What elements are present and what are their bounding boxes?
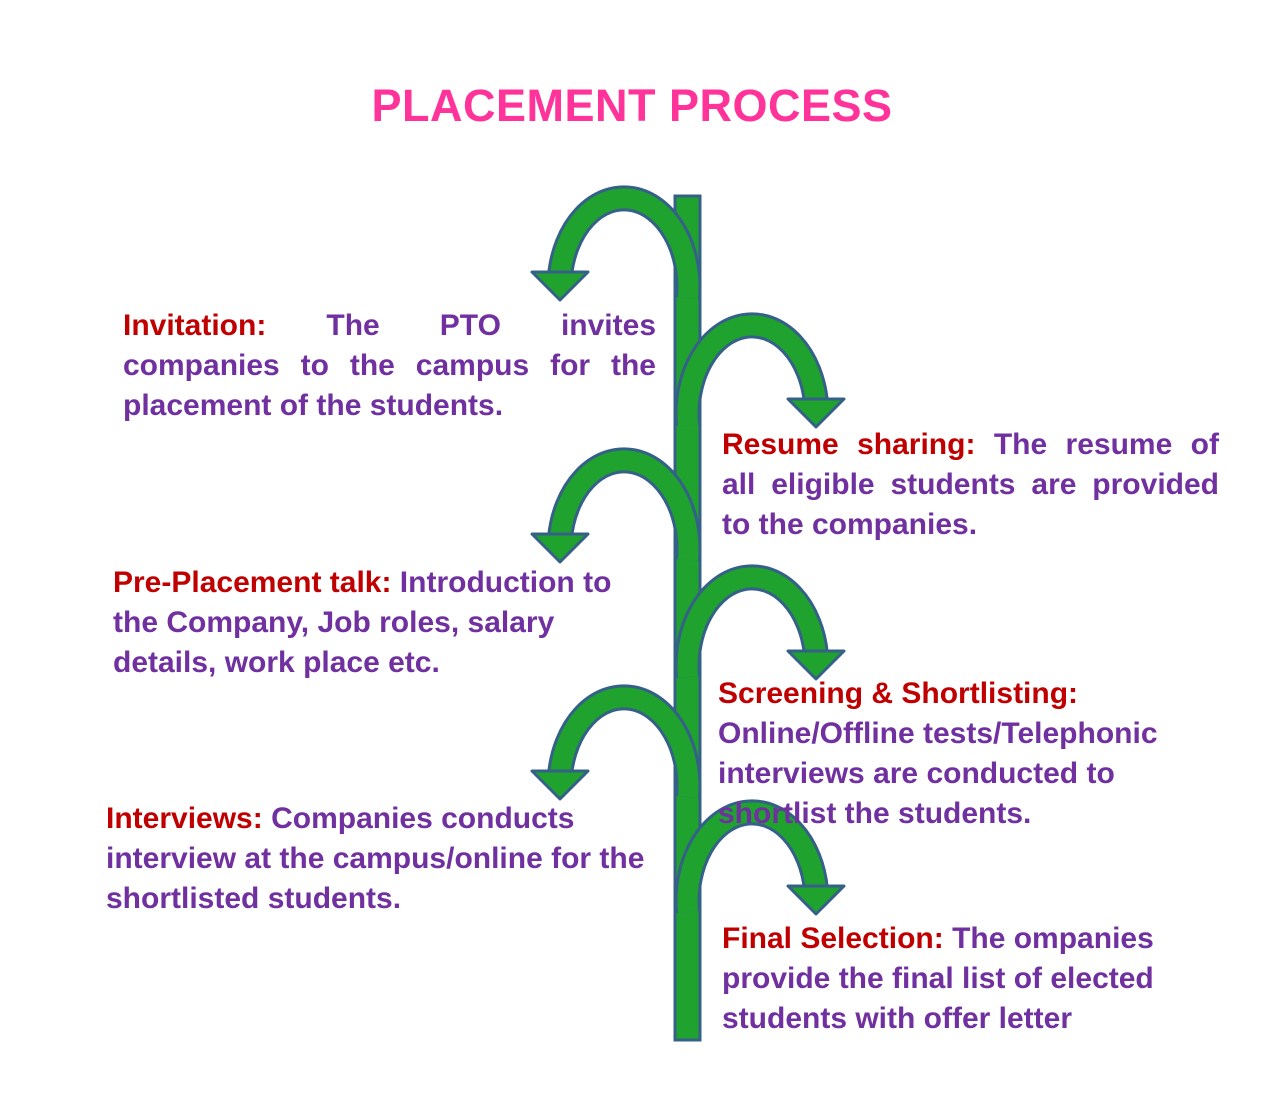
step-interviews: Interviews: Companies conducts interview…	[106, 799, 656, 919]
step-heading: Pre-Placement talk:	[113, 566, 392, 599]
step-invitation: Invitation: The PTO invites companies to…	[123, 306, 656, 426]
arrow-step-1	[532, 198, 688, 300]
step-text: Introduction to the Company, Job roles, …	[113, 566, 612, 679]
arrow-step-5	[532, 697, 688, 799]
step-screening-shortlisting: Screening & Shortlisting: Online/Offline…	[718, 674, 1238, 834]
step-heading: Interviews:	[106, 802, 263, 835]
step-pre-placement-talk: Pre-Placement talk: Introduction to the …	[113, 563, 658, 683]
arrow-step-3	[532, 460, 688, 562]
step-heading: Screening & Shortlisting:	[718, 677, 1079, 710]
step-heading: Resume sharing:	[722, 428, 976, 461]
step-text: The ompanies provide the final list of e…	[722, 922, 1154, 1035]
arrow-step-4	[688, 577, 844, 679]
step-text: The PTO invites companies to the campus …	[123, 309, 656, 422]
step-final-selection: Final Selection: The ompanies provide th…	[722, 919, 1232, 1039]
page-title: PLACEMENT PROCESS	[371, 80, 893, 131]
step-text: Online/Offline tests/Telephonic intervie…	[718, 717, 1158, 830]
step-resume-sharing: Resume sharing: The resume of all eligib…	[722, 425, 1219, 545]
arrow-step-2	[688, 325, 844, 427]
step-text: The resume of all eligible students are …	[722, 428, 1219, 541]
step-heading: Invitation:	[123, 309, 267, 342]
step-heading: Final Selection:	[722, 922, 944, 955]
step-text: Companies conducts interview at the camp…	[106, 802, 645, 915]
